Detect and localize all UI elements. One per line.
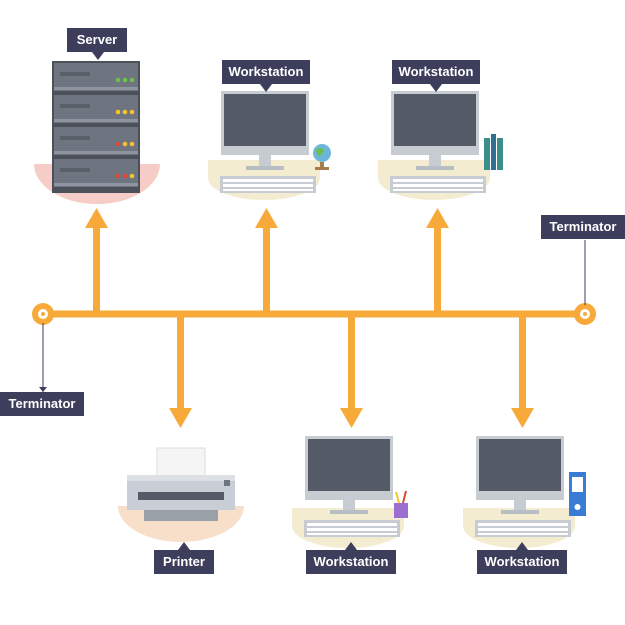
server-icon	[34, 61, 160, 204]
workstation-bottom-2-icon	[463, 436, 586, 548]
terminator-left-label: Terminator	[0, 392, 84, 416]
printer-icon	[118, 447, 244, 542]
printer-label: Printer	[154, 550, 214, 574]
terminator-right-label: Terminator	[541, 215, 625, 239]
workstation-bottom-1-label: Workstation	[306, 550, 396, 574]
connector-printer	[169, 314, 192, 428]
server-label: Server	[67, 28, 127, 52]
workstation-top-1-label: Workstation	[222, 60, 310, 84]
workstation-top-2-icon	[378, 91, 503, 200]
connector-workstation-bottom-2	[511, 314, 534, 428]
workstation-top-2-label: Workstation	[392, 60, 480, 84]
connector-workstation-bottom-1	[340, 314, 363, 428]
terminator-right	[574, 240, 596, 325]
connector-workstation-top-2	[426, 208, 449, 314]
terminator-left	[32, 303, 54, 392]
connector-workstation-top-1	[255, 208, 278, 314]
label-pointers	[92, 52, 528, 550]
workstation-bottom-2-label: Workstation	[477, 550, 567, 574]
workstation-top-1-icon	[208, 91, 331, 200]
connector-server	[85, 208, 108, 314]
workstation-bottom-1-icon	[292, 436, 408, 548]
